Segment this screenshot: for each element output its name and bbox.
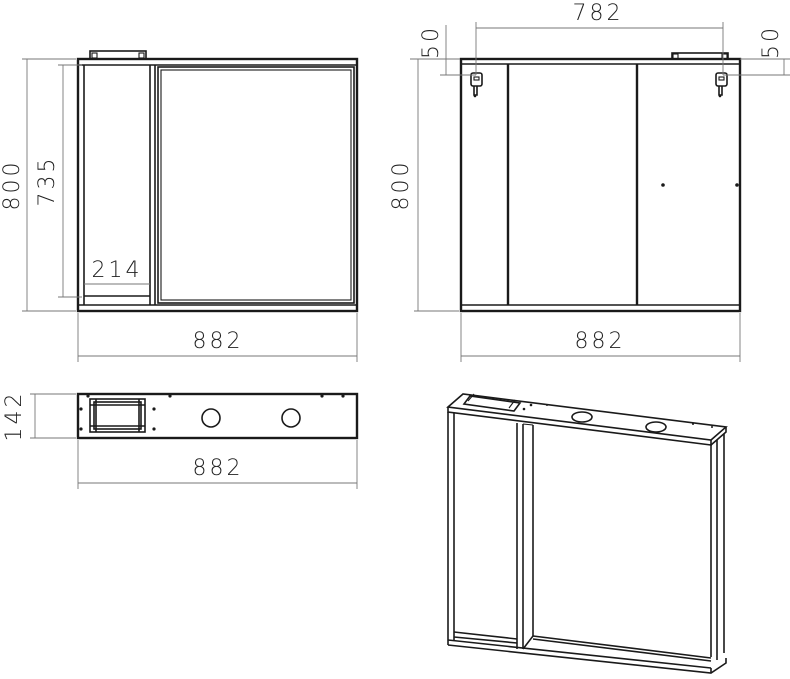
- top-outline: [76, 392, 359, 440]
- cable-hole: [645, 421, 667, 433]
- cable-hole: [571, 411, 593, 423]
- dim-back-width: 882: [575, 329, 626, 354]
- dim-front-height: 800: [0, 160, 25, 211]
- top-view: 142 882: [2, 391, 359, 489]
- dim-front-width: 882: [193, 329, 244, 354]
- dim-shelf-width: 214: [92, 258, 143, 283]
- dim-hanger-spacing: 782: [573, 1, 624, 26]
- back-view: 782 50 50 800 882: [389, 1, 790, 362]
- cabinet-outline: [459, 57, 742, 313]
- mirror-door: [157, 66, 355, 304]
- hanger-left-icon: [470, 72, 483, 98]
- dim-front-inner-height: 735: [35, 156, 60, 207]
- dim-back-height: 800: [389, 160, 414, 211]
- light-fixture: [89, 398, 146, 433]
- front-view: 800 735 214 882: [0, 50, 359, 362]
- dim-hanger-offset-left: 50: [419, 25, 444, 59]
- cable-hole: [281, 408, 301, 428]
- dim-top-width: 882: [193, 456, 244, 481]
- dim-top-depth: 142: [2, 391, 27, 442]
- cabinet-outline: [76, 57, 359, 313]
- hanger-right-icon: [715, 72, 728, 98]
- isometric-view: [446, 393, 728, 674]
- cable-hole: [201, 408, 221, 428]
- dim-hanger-offset-right: 50: [759, 25, 784, 59]
